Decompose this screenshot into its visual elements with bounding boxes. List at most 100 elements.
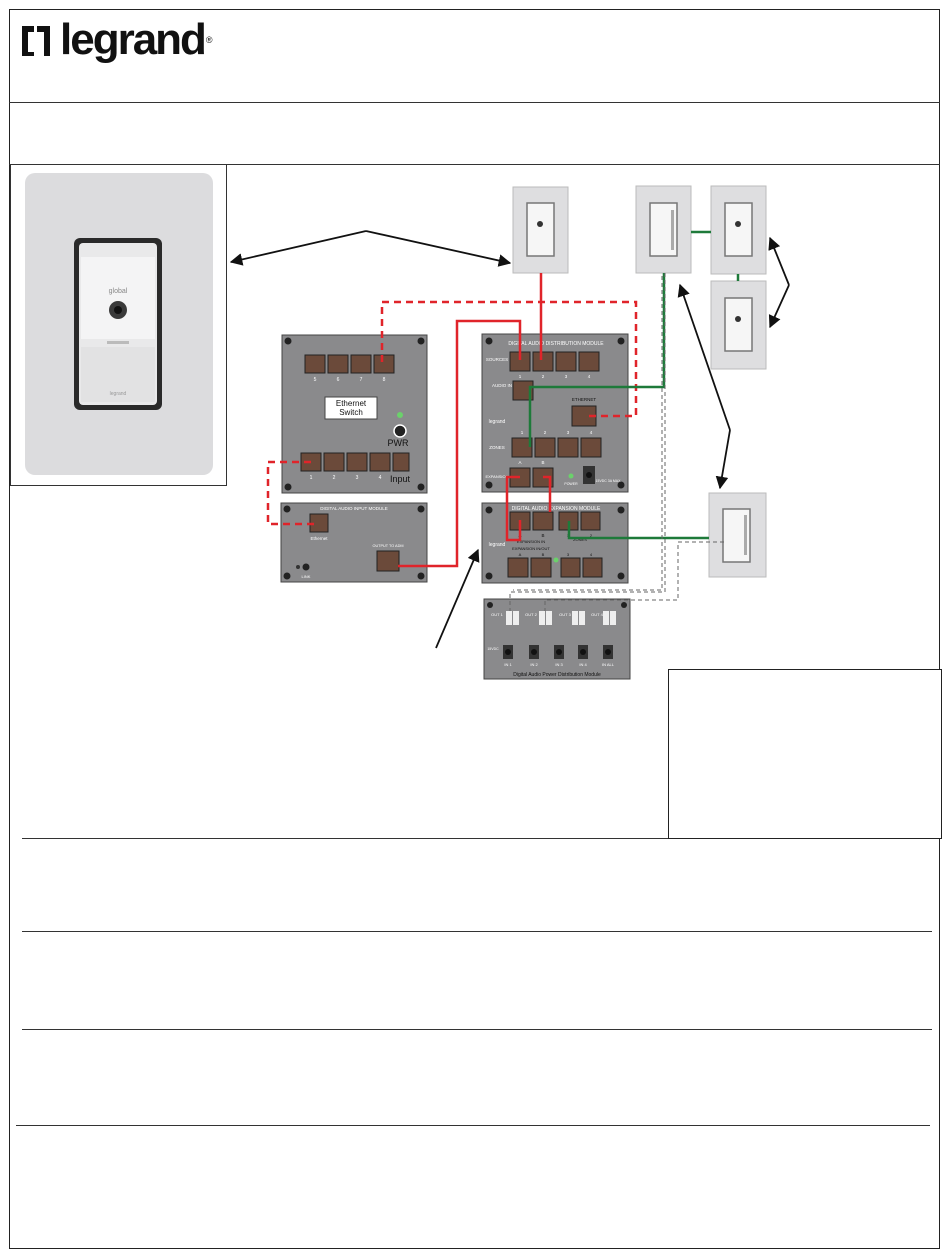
section-divider-3	[22, 1029, 932, 1030]
header-divider	[9, 102, 940, 103]
switch-port-8-label: 8	[383, 377, 386, 383]
audio-distribution-module: DIGITAL AUDIO DISTRIBUTION MODULE SOURCE…	[481, 333, 629, 493]
arrow-to-keypad-5	[715, 429, 731, 490]
power-in-1-label: IN 1	[504, 662, 512, 667]
power-cable-3	[544, 541, 724, 611]
exp-zone-4-label: 4	[590, 552, 593, 557]
distribution-module-title: DIGITAL AUDIO DISTRIBUTION MODULE	[508, 341, 604, 347]
exp-in-b-label: B	[541, 533, 544, 538]
section-divider-2	[22, 931, 932, 932]
power-label: POWER	[564, 482, 578, 486]
power-in-4-label: IN 4	[579, 662, 587, 667]
expansion-zones-label: ZONES	[573, 537, 587, 542]
cable-input-to-source	[398, 319, 522, 568]
keypad-lower-button	[81, 347, 155, 402]
switch-port-5-label: 5	[314, 377, 317, 383]
audio-in-label: AUDIO IN	[492, 383, 512, 388]
switch-port-4-label: 4	[379, 475, 382, 481]
power-jack-icon	[393, 424, 407, 438]
source-1-label: 1	[519, 374, 522, 379]
power-out-3-label: OUT 3	[559, 612, 571, 617]
cable-switch-to-input-module	[266, 460, 318, 526]
expansion-brand-label: legrand	[489, 542, 506, 548]
zones-label: ZONES	[489, 445, 505, 450]
logo-registered-mark: ®	[205, 35, 213, 45]
keypad-photo: global legrand	[10, 164, 227, 486]
arrow-to-keypad-2	[677, 283, 731, 431]
arrow-to-keypad-4	[768, 284, 790, 329]
input-module-ethernet-label: Ethernet	[310, 536, 328, 541]
ethernet-port-label: ETHERNET	[572, 397, 597, 402]
exp-zone-2-label: 2	[590, 533, 593, 538]
section-divider-1	[22, 838, 932, 839]
exp-io-b-label: B	[542, 552, 545, 557]
keypad-4	[710, 280, 767, 370]
power-cable-2	[513, 276, 663, 591]
power-out-1-label: OUT 1	[491, 612, 503, 617]
arrow-to-keypad-3	[768, 236, 790, 286]
section-divider-4	[16, 1125, 930, 1126]
document-frame	[9, 9, 940, 1249]
keypad-logo-label: legrand	[110, 391, 127, 397]
expansion-in-out-label: EXPANSION IN/OUT	[512, 546, 550, 551]
expansion-b-label: B	[541, 460, 544, 465]
power-module-title: Digital Audio Power Distribution Module	[513, 672, 601, 678]
arrow-to-expansion-module	[435, 548, 480, 649]
cable-keypad2-to-zone	[528, 273, 666, 447]
dc-input-label: 15VDC 3A MAX	[596, 479, 622, 483]
keypad-upper-button	[81, 257, 155, 339]
legrand-logo: legrand ®	[20, 18, 213, 62]
power-cable-1	[509, 273, 666, 611]
zone-4-label: 4	[590, 430, 593, 435]
input-module-output-label: OUTPUT TO ADM	[372, 544, 403, 548]
audio-input-module: DIGITAL AUDIO INPUT MODULE Ethernet OUTP…	[280, 502, 428, 583]
subheader-divider	[9, 164, 940, 165]
keypad-5	[708, 492, 767, 578]
keypad-3	[710, 185, 767, 275]
source-4-label: 4	[588, 374, 591, 379]
switch-led-icon	[397, 412, 403, 418]
expansion-module-title: DIGITAL AUDIO EXPANSION MODULE	[512, 506, 601, 512]
legrand-logo-mark-icon	[22, 26, 50, 56]
expansion-a-label: A	[518, 460, 521, 465]
keypad-1	[512, 186, 569, 274]
switch-port-1-label: 1	[310, 475, 313, 481]
power-in-all-label: IN ALL	[602, 662, 615, 667]
source-2-label: 2	[542, 374, 545, 379]
expansion-label: EXPANSION	[485, 474, 508, 479]
keypad-brand-label: global	[109, 288, 128, 295]
logo-text: legrand	[60, 15, 207, 64]
switch-port-7-label: 7	[360, 377, 363, 383]
callout-arrows	[229, 230, 790, 649]
exp-zone-3-label: 3	[567, 552, 570, 557]
input-module-title: DIGITAL AUDIO INPUT MODULE	[320, 506, 387, 511]
arrow-to-keypad-1	[365, 230, 512, 267]
keypad-2	[635, 185, 692, 274]
source-3-label: 3	[565, 374, 568, 379]
cable-expansion-b	[543, 475, 552, 512]
cable-expansion-a	[505, 475, 522, 542]
audio-expansion-module: DIGITAL AUDIO EXPANSION MODULE A B EXPAN…	[481, 502, 629, 584]
expansion-in-label: EXPANSION IN	[517, 539, 545, 544]
exp-io-a-label: A	[519, 552, 522, 557]
info-box	[668, 669, 942, 839]
power-distribution-module: OUT 1 OUT 2 OUT 3 OUT 4 15VDC IN 1 IN 2 …	[483, 598, 631, 680]
zone-2-label: 2	[544, 430, 547, 435]
switch-pwr-label: PWR	[388, 438, 409, 448]
input-module-led-label: LINK	[302, 574, 311, 579]
zone-1-label: 1	[521, 430, 524, 435]
power-in-2-label: IN 2	[530, 662, 538, 667]
switch-port-3-label: 3	[356, 475, 359, 481]
power-in-3-label: IN 3	[555, 662, 563, 667]
power-out-4-label: OUT 4	[591, 612, 603, 617]
zone-3-label: 3	[567, 430, 570, 435]
power-led-icon	[568, 473, 574, 479]
power-cables	[509, 273, 724, 611]
power-out-2-label: OUT 2	[525, 612, 537, 617]
switch-label-line2: Switch	[339, 408, 363, 417]
sources-label: SOURCES	[486, 357, 508, 362]
ethernet-switch: 5 6 7 8 Ethernet Switch PWR 1 2 3 4 Inpu…	[281, 334, 428, 494]
switch-label-line1: Ethernet	[336, 399, 367, 408]
switch-input-label: Input	[390, 474, 411, 484]
